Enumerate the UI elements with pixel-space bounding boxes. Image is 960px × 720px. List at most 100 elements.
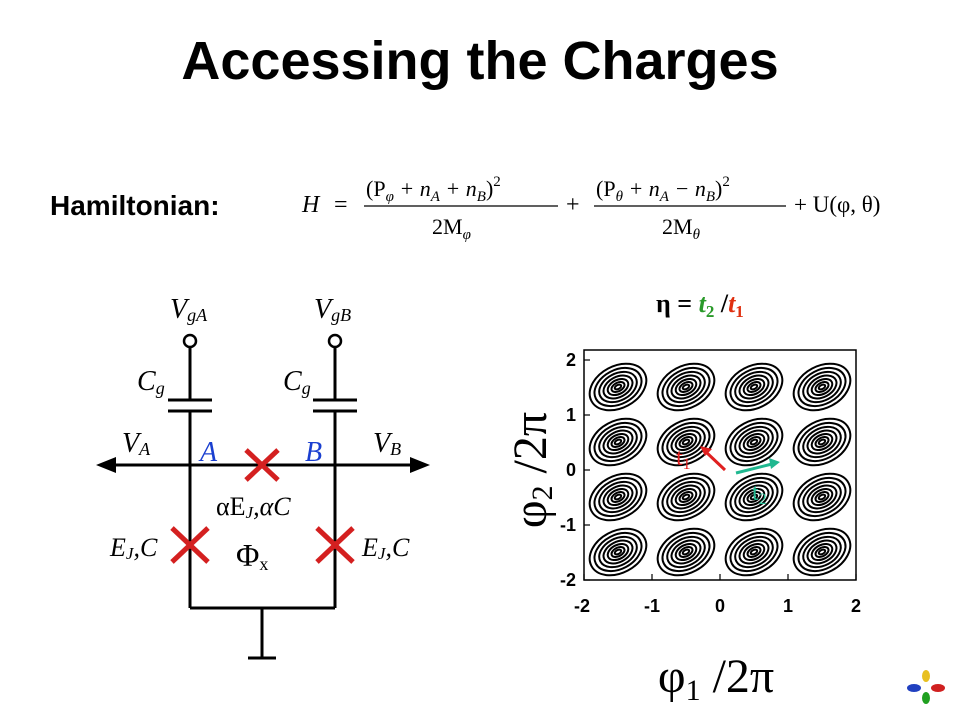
x-tick-label: 0 — [715, 596, 725, 616]
contour-ring — [678, 381, 694, 393]
contour-ring — [746, 436, 762, 448]
frac2-numerator: (Pθ + nA − nB)2 — [596, 174, 730, 205]
contour-ring — [602, 374, 634, 400]
frac1-denominator: 2Mφ — [432, 214, 471, 243]
contour-ring — [724, 472, 784, 522]
contour-ring — [598, 480, 638, 514]
hopping-vectors: t1 t2 — [676, 445, 780, 508]
contour-ring — [724, 362, 784, 412]
circuit-diagram — [96, 333, 430, 660]
circuit-labels: VgA VgB Cg Cg VA VB A B αEJ,αC EJ,C EJ,C… — [109, 294, 410, 574]
contour-wells — [588, 362, 852, 577]
y-tick-label: 2 — [566, 350, 576, 370]
contour-ring — [610, 436, 626, 448]
potential-well — [656, 527, 716, 577]
contour-ring — [656, 527, 716, 577]
label-node-a: A — [198, 437, 218, 468]
contour-ring — [681, 438, 691, 446]
eq-lhs: H — [301, 192, 321, 218]
contour-ring — [674, 487, 698, 507]
contour-ring — [681, 548, 691, 556]
contour-ring — [674, 542, 698, 562]
contour-ring — [742, 432, 766, 452]
label-ej-mid: αEJ,αC — [216, 492, 291, 522]
potential-well — [588, 472, 648, 522]
contour-ring — [593, 531, 643, 573]
contour-ring — [598, 370, 638, 404]
contour-ring — [749, 548, 759, 556]
contour-ring — [817, 548, 827, 556]
t2-arrowhead-icon — [769, 458, 780, 469]
contour-ring — [814, 546, 830, 558]
potential-well — [656, 417, 716, 467]
contour-ring — [610, 491, 626, 503]
slide-title: Accessing the Charges — [181, 31, 779, 91]
potential-well — [792, 527, 852, 577]
contour-ring — [810, 432, 834, 452]
contour-ring — [802, 535, 842, 569]
potential-well — [724, 472, 784, 522]
y-tick-label: -2 — [560, 570, 576, 590]
contour-ring — [802, 425, 842, 459]
contour-ring — [602, 484, 634, 510]
contour-ring — [656, 417, 716, 467]
contour-ring — [738, 539, 770, 565]
label-flux: Φx — [236, 537, 268, 574]
arrow-left-icon — [96, 457, 116, 473]
contour-ring — [749, 438, 759, 446]
contour-ring — [681, 493, 691, 501]
contour-ring — [678, 491, 694, 503]
contour-ring — [810, 542, 834, 562]
contour-ring — [656, 362, 716, 412]
potential-well — [724, 362, 784, 412]
contour-ring — [610, 381, 626, 393]
contour-ring — [666, 370, 706, 404]
y-tick-label: 0 — [566, 460, 576, 480]
contour-ring — [729, 531, 779, 573]
label-va: VA — [122, 428, 151, 459]
t1-arrowhead-icon — [700, 446, 712, 456]
svg-text:η = t2 /t1: η = t2 /t1 — [656, 289, 744, 321]
terminal-vgb — [327, 333, 343, 349]
contour-ring — [661, 476, 711, 518]
contour-ring — [670, 539, 702, 565]
frac1-numerator: (Pφ + nA + nB)2 — [366, 174, 501, 205]
contour-ring — [814, 436, 830, 448]
contour-ring — [661, 366, 711, 408]
contour-ring — [610, 546, 626, 558]
contour-ring — [678, 436, 694, 448]
label-vgb: VgB — [314, 294, 351, 325]
contour-ring — [746, 546, 762, 558]
contour-plot: -2 -1 0 1 2 2 1 0 -1 -2 t1 t2 φ2 /2π φ1 … — [504, 349, 861, 707]
contour-ring — [606, 432, 630, 452]
potential-well — [656, 362, 716, 412]
contour-ring — [724, 527, 784, 577]
contour-ring — [792, 472, 852, 522]
contour-ring — [606, 487, 630, 507]
y-tick-label: -1 — [560, 515, 576, 535]
label-ej-right: EJ,C — [361, 533, 410, 563]
contour-ring — [806, 539, 838, 565]
contour-ring — [817, 493, 827, 501]
t2-label: t2 — [752, 480, 767, 508]
josephson-junctions — [170, 448, 355, 564]
t1-arrow — [704, 450, 727, 472]
contour-ring — [810, 377, 834, 397]
y-tick-labels: 2 1 0 -1 -2 — [560, 350, 576, 590]
potential-well — [792, 362, 852, 412]
contour-ring — [738, 374, 770, 400]
contour-ring — [674, 432, 698, 452]
contour-ring — [588, 527, 648, 577]
contour-ring — [678, 546, 694, 558]
contour-ring — [817, 383, 827, 391]
contour-ring — [588, 362, 648, 412]
contour-ring — [806, 374, 838, 400]
terminal-vga — [182, 333, 198, 349]
contour-ring — [729, 366, 779, 408]
contour-ring — [661, 531, 711, 573]
eq-plus: + — [566, 192, 580, 218]
potential-well — [588, 527, 648, 577]
x-tick-label: 2 — [851, 596, 861, 616]
contour-ring — [606, 377, 630, 397]
